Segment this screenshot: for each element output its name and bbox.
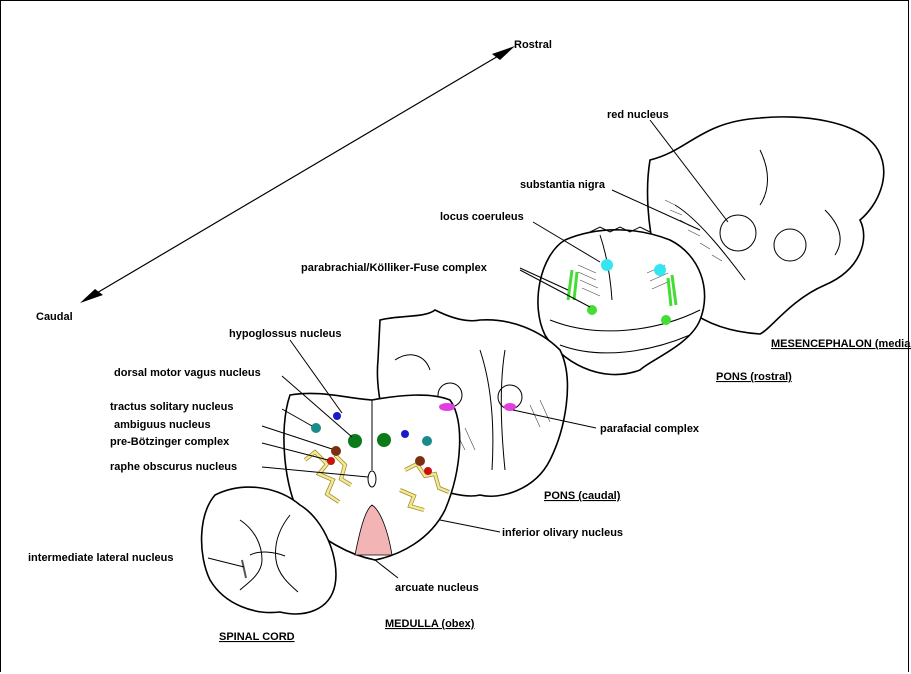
ambiguus-dot-right [415, 456, 425, 466]
pre-botzinger-dot-right [424, 467, 432, 475]
label-parabrachial: parabrachial/Kölliker-Fuse complex [301, 262, 488, 274]
label-parafacial: parafacial complex [600, 423, 700, 435]
label-locus-coeruleus: locus coeruleus [440, 211, 524, 223]
locus-coeruleus-dot-left [601, 259, 613, 271]
dorsal-motor-vagus-dot-right [377, 433, 391, 447]
dorsal-motor-vagus-dot-left [348, 434, 362, 448]
title-spinal-cord: SPINAL CORD [219, 631, 295, 643]
label-dorsal-motor-vagus: dorsal motor vagus nucleus [114, 367, 261, 379]
label-intermediate-lateral: intermediate lateral nucleus [28, 552, 174, 564]
pons-rostral-section [538, 227, 705, 375]
parabrachial-dot-right [661, 315, 671, 325]
label-pre-botzinger: pre-Bötzinger complex [110, 436, 230, 448]
hypoglossus-dot-left [333, 412, 341, 420]
label-red-nucleus: red nucleus [607, 109, 669, 121]
tractus-solitary-dot-left [311, 423, 321, 433]
ambiguus-dot-left [331, 446, 341, 456]
label-raphe-obscurus: raphe obscurus nucleus [110, 461, 237, 473]
locus-coeruleus-dot-right [654, 264, 666, 276]
title-medulla: MEDULLA (obex) [385, 618, 475, 630]
rostral-label: Rostral [514, 39, 552, 51]
label-tractus-solitary: tractus solitary nucleus [110, 401, 234, 413]
label-inferior-olivary: inferior olivary nucleus [502, 527, 623, 539]
tractus-solitary-dot-right [422, 436, 432, 446]
label-substantia-nigra: substantia nigra [520, 179, 606, 191]
parafacial-dot-left [439, 403, 455, 411]
label-hypoglossus: hypoglossus nucleus [229, 328, 341, 340]
hypoglossus-dot-right [401, 430, 409, 438]
title-pons-rostral: PONS (rostral) [716, 371, 792, 383]
pre-botzinger-dot-left [327, 457, 335, 465]
label-arcuate: arcuate nucleus [395, 582, 479, 594]
title-mesencephalon: MESENCEPHALON (medial) [771, 338, 911, 350]
title-pons-caudal: PONS (caudal) [544, 490, 621, 502]
label-ambiguus: ambiguus nucleus [114, 419, 211, 431]
caudal-label: Caudal [36, 311, 73, 323]
